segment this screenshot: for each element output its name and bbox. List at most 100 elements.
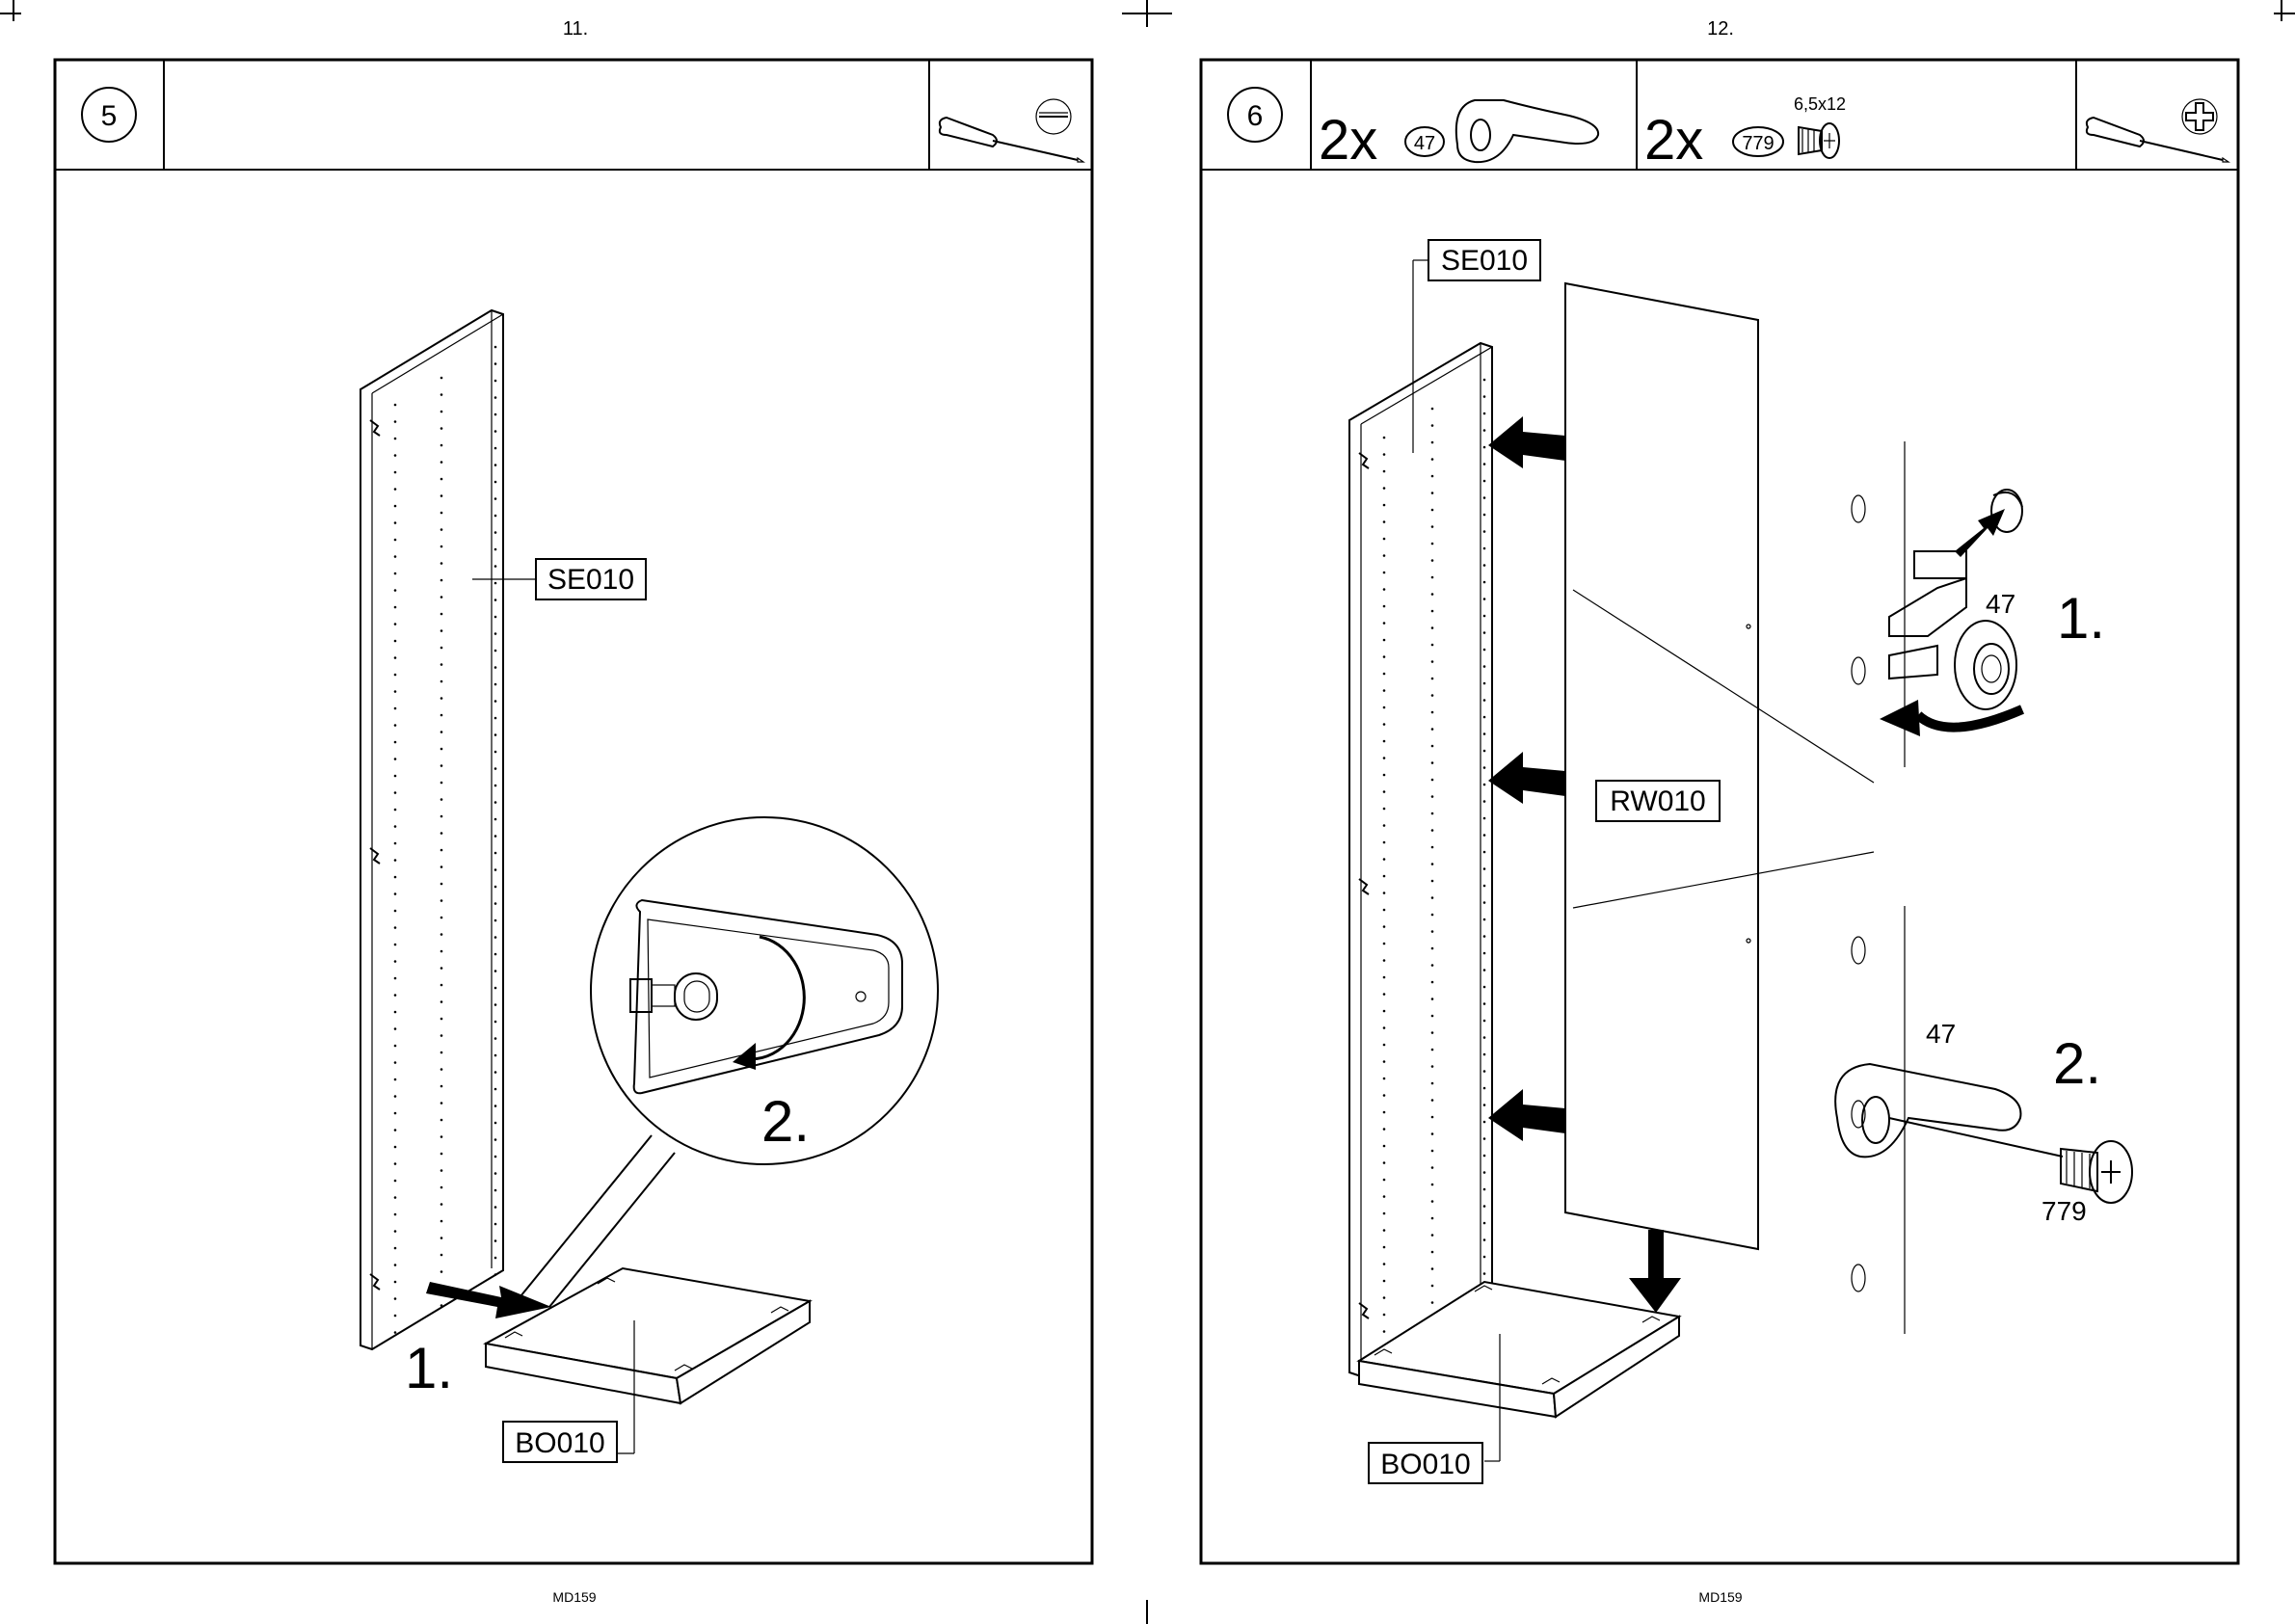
hole — [494, 1021, 497, 1024]
hole — [440, 629, 443, 632]
hole — [1383, 1246, 1386, 1249]
hole — [494, 616, 497, 619]
hole — [394, 488, 397, 491]
side-panel-label: SE010 — [547, 564, 634, 596]
hole — [394, 809, 397, 812]
hole — [494, 902, 497, 905]
part-number: 47 — [1414, 133, 1435, 154]
hole — [1431, 998, 1434, 1000]
hole — [394, 505, 397, 508]
hole — [394, 1247, 397, 1250]
hole — [1383, 1161, 1386, 1164]
hole — [440, 1186, 443, 1189]
hole — [440, 427, 443, 430]
hole — [1431, 1267, 1434, 1270]
hole — [394, 758, 397, 760]
hole — [494, 380, 497, 383]
hole — [494, 1003, 497, 1006]
hole — [1483, 564, 1486, 567]
hole — [440, 444, 443, 447]
hole — [1383, 1330, 1386, 1333]
hole — [440, 461, 443, 464]
hole — [1383, 757, 1386, 759]
hole — [494, 413, 497, 416]
hole — [394, 404, 397, 407]
hole — [494, 666, 497, 669]
hole — [1483, 986, 1486, 989]
hole — [394, 1162, 397, 1165]
hole — [1483, 480, 1486, 483]
hole — [494, 886, 497, 889]
part-779: 2x 779 6,5x12 — [1644, 94, 1846, 172]
hole — [1431, 846, 1434, 849]
hole — [440, 1135, 443, 1138]
hole — [440, 1304, 443, 1307]
hole — [494, 1156, 497, 1158]
detail-part-label: 47 — [1926, 1019, 1956, 1049]
hole — [394, 1045, 397, 1048]
hole — [494, 1273, 497, 1276]
hole — [394, 454, 397, 457]
hole — [1431, 1234, 1434, 1237]
hole — [1431, 795, 1434, 798]
hole — [494, 751, 497, 754]
hole — [440, 528, 443, 531]
hole — [1431, 576, 1434, 579]
hole — [394, 1011, 397, 1014]
hole — [394, 859, 397, 862]
hole — [1483, 429, 1486, 432]
hole — [1383, 1111, 1386, 1114]
hole — [394, 1095, 397, 1098]
hole — [394, 977, 397, 980]
hole — [494, 1138, 497, 1141]
screw-size: 6,5x12 — [1794, 94, 1846, 114]
hole — [1431, 896, 1434, 899]
hole — [494, 1088, 497, 1091]
hole — [494, 632, 497, 635]
hole — [394, 606, 397, 609]
hole — [440, 714, 443, 717]
hole — [1383, 790, 1386, 793]
hole — [1483, 631, 1486, 634]
page-footer: MD159 — [1698, 1589, 1742, 1605]
hole — [1383, 1263, 1386, 1265]
page-footer: MD159 — [552, 1589, 596, 1605]
hole — [440, 1237, 443, 1239]
hole — [440, 1254, 443, 1257]
hole — [1431, 1301, 1434, 1304]
hole — [394, 690, 397, 693]
hole — [1431, 441, 1434, 444]
hole — [1483, 379, 1486, 382]
hole — [440, 748, 443, 751]
hole — [494, 1037, 497, 1040]
hole — [394, 539, 397, 542]
hole — [1431, 829, 1434, 832]
hole — [394, 1129, 397, 1131]
hole — [440, 393, 443, 396]
hole — [394, 1213, 397, 1216]
hole — [1383, 689, 1386, 692]
hole — [440, 849, 443, 852]
hole — [1431, 678, 1434, 680]
hole — [494, 919, 497, 922]
hole — [394, 1297, 397, 1300]
hole — [440, 1052, 443, 1054]
hole — [1383, 774, 1386, 777]
hole — [1483, 732, 1486, 735]
hole — [1431, 711, 1434, 714]
hole — [394, 926, 397, 929]
hole — [494, 362, 497, 365]
bottom-panel-label: BO010 — [515, 1427, 604, 1459]
hole — [1431, 1217, 1434, 1220]
hole — [394, 741, 397, 744]
hole — [394, 471, 397, 474]
hole — [1431, 458, 1434, 461]
hole — [1383, 1212, 1386, 1215]
hole — [1483, 901, 1486, 904]
hole — [1483, 1020, 1486, 1023]
hole — [1383, 622, 1386, 625]
hole — [494, 515, 497, 518]
hole — [494, 464, 497, 466]
hole — [1483, 598, 1486, 600]
hole — [1483, 1137, 1486, 1140]
